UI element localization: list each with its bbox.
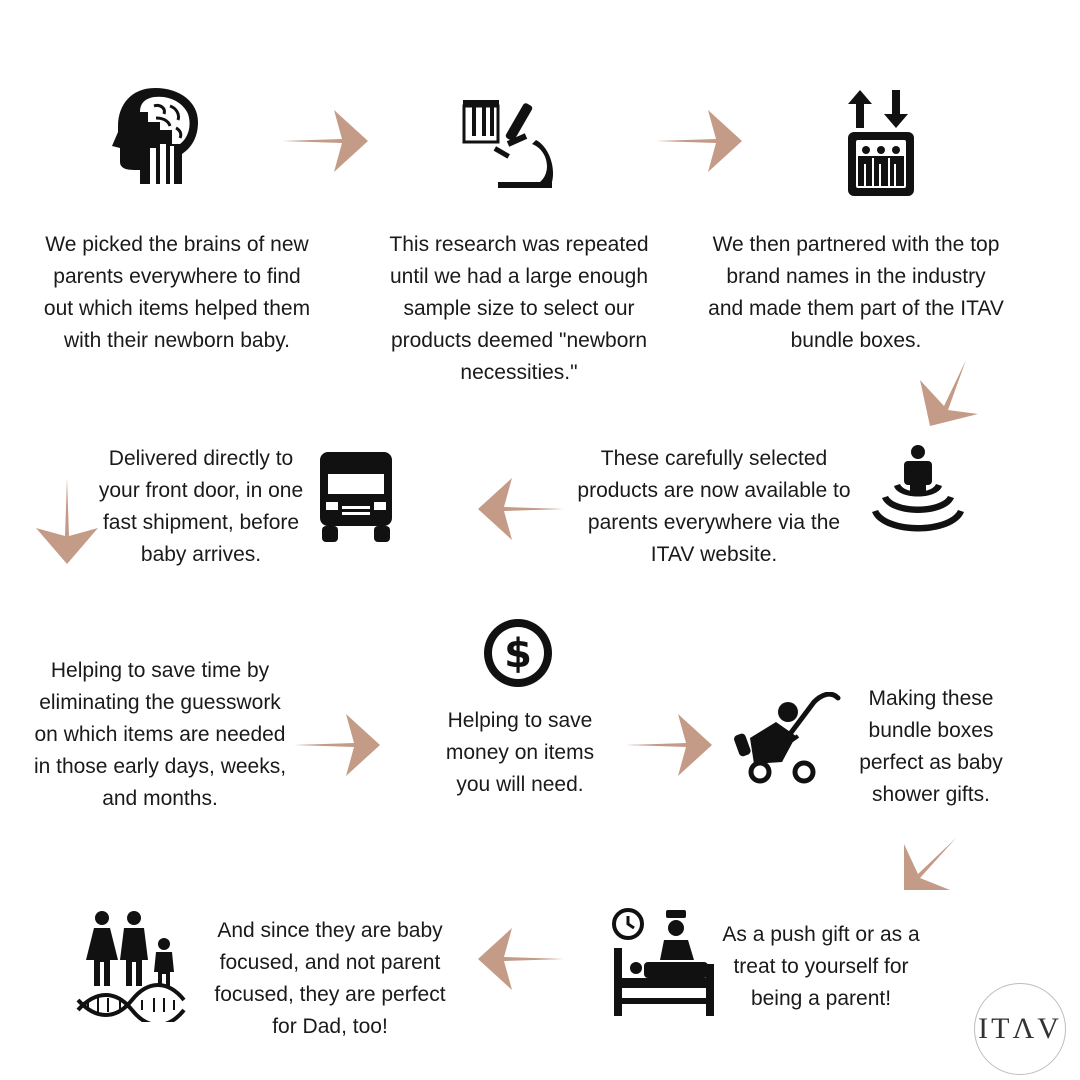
arrow-down-left-1 bbox=[916, 358, 982, 433]
itav-logo: ITΛV bbox=[974, 983, 1066, 1075]
brain-head-icon bbox=[110, 84, 200, 191]
arrow-right-3 bbox=[294, 712, 382, 783]
elevator-icon bbox=[846, 88, 916, 203]
arrow-right-4 bbox=[626, 712, 714, 783]
step-4-text: These carefully selected products are no… bbox=[577, 447, 851, 566]
step-6-text: Helping to save time by eliminating the … bbox=[33, 659, 287, 810]
step-8-text: Making these bundle boxes perfect as bab… bbox=[859, 687, 1003, 806]
hospital-bed-icon bbox=[610, 906, 718, 1023]
step-5-text: Delivered directly to your front door, i… bbox=[98, 447, 304, 566]
step-2-text: This research was repeated until we had … bbox=[389, 233, 649, 384]
stroller-icon bbox=[734, 691, 844, 791]
step-1-text: We picked the brains of new parents ever… bbox=[43, 233, 311, 352]
arrow-right-2 bbox=[656, 108, 744, 179]
svg-text:$: $ bbox=[504, 631, 532, 677]
microscope-icon bbox=[460, 96, 554, 195]
logo-text: ITΛV bbox=[978, 1012, 1062, 1045]
family-dna-icon bbox=[76, 910, 186, 1027]
step-9-text: As a push gift or as a treat to yourself… bbox=[722, 923, 920, 1010]
arrow-left-1 bbox=[476, 476, 564, 547]
arrow-down-left-2 bbox=[898, 834, 960, 899]
arrow-down-1 bbox=[34, 476, 100, 571]
step-7-text: Helping to save money on items you will … bbox=[445, 709, 595, 796]
broadcast-person-icon bbox=[868, 444, 968, 553]
arrow-left-2 bbox=[476, 926, 564, 997]
arrow-right-1 bbox=[282, 108, 370, 179]
step-3-text: We then partnered with the top brand nam… bbox=[708, 233, 1004, 352]
step-10-text: And since they are baby focused, and not… bbox=[214, 919, 446, 1038]
truck-icon bbox=[318, 450, 394, 549]
dollar-icon: $ bbox=[482, 617, 554, 694]
